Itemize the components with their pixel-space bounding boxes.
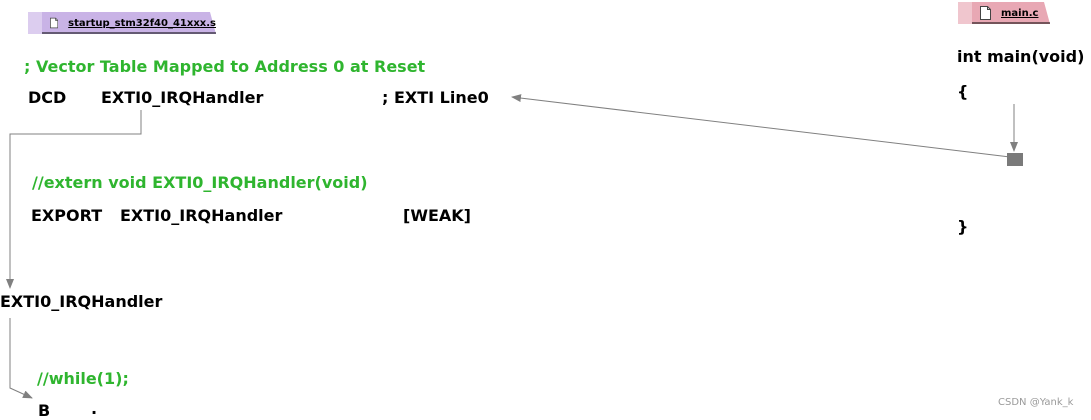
arrow-interrupt-to-vector [511, 94, 1011, 158]
interrupt-point-marker [1007, 153, 1023, 166]
tab-main-file[interactable]: main.c [958, 2, 1050, 24]
export-keyword: EXPORT [31, 206, 103, 225]
tab-startup-label: startup_stm32f40_41xxx.s [68, 17, 216, 29]
export-handler-name: EXTI0_IRQHandler [120, 206, 283, 225]
document-icon [980, 6, 991, 20]
extern-declaration-comment: //extern void EXTI0_IRQHandler(void) [32, 173, 368, 192]
tab-startup-file[interactable]: startup_stm32f40_41xxx.s [28, 12, 216, 34]
arrow-dcd-to-handler [6, 110, 142, 289]
tab-startup-shape [28, 12, 216, 34]
arrow-handler-to-branch [9, 318, 33, 399]
dcd-keyword: DCD [28, 88, 67, 107]
vector-table-comment: ; Vector Table Mapped to Address 0 at Re… [24, 57, 426, 76]
dcd-handler-name: EXTI0_IRQHandler [101, 88, 264, 107]
branch-target: . [91, 399, 98, 418]
main-signature: int main(void) [957, 47, 1085, 66]
handler-label: EXTI0_IRQHandler [0, 292, 163, 311]
main-open-brace: { [957, 82, 969, 101]
export-weak-attribute: [WEAK] [403, 206, 471, 225]
dcd-line-comment: ; EXTI Line0 [382, 88, 489, 107]
tab-main-label: main.c [1001, 7, 1039, 19]
document-icon [50, 17, 59, 29]
while-loop-comment: //while(1); [37, 369, 129, 388]
main-close-brace: } [957, 217, 969, 236]
branch-instruction: B [38, 401, 51, 420]
watermark-text: CSDN @Yank_k [998, 397, 1074, 408]
